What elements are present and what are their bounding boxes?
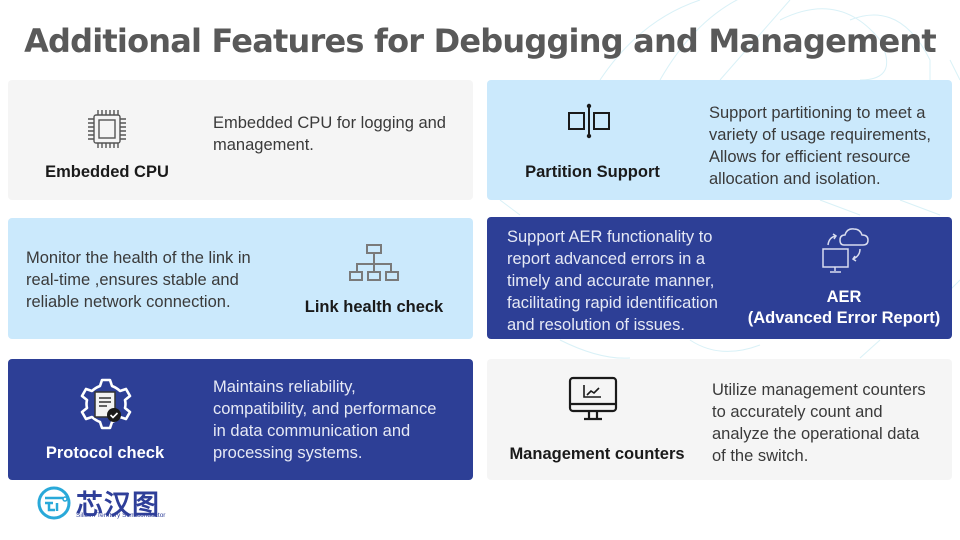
- feature-card-partition-support: Partition Support Support partitioning t…: [487, 80, 952, 200]
- card-description: Embedded CPU for logging and management.: [213, 112, 468, 156]
- gear-document-check-icon: [80, 378, 132, 430]
- partition-split-icon: [568, 103, 610, 139]
- card-label-sub: (Advanced Error Report): [747, 309, 941, 327]
- desc-line: variety of usage requirements,: [709, 126, 931, 144]
- cpu-chip-icon: [88, 110, 126, 148]
- feature-card-management-counters: Management counters Utilize management c…: [487, 359, 952, 480]
- network-hierarchy-icon: [349, 244, 399, 281]
- desc-line: management.: [213, 136, 314, 154]
- page-title: Additional Features for Debugging and Ma…: [24, 22, 937, 60]
- logo-name-en: Silicon Territory Semiconductor: [76, 512, 166, 519]
- desc-line: reliable network connection.: [26, 293, 231, 311]
- desc-line: processing systems.: [213, 444, 363, 462]
- desc-line: facilitating rapid identification: [507, 294, 718, 312]
- card-label: Management counters: [509, 445, 685, 463]
- desc-line: analyze the operational data: [712, 425, 920, 443]
- desc-line: timely and accurate manner,: [507, 272, 715, 290]
- desc-line: Support partitioning to meet a: [709, 104, 926, 122]
- monitor-chart-icon: [568, 376, 618, 421]
- card-label: Embedded CPU: [45, 163, 169, 181]
- feature-card-protocol-check: Protocol check Maintains reliability, co…: [8, 359, 473, 480]
- card-label: Protocol check: [45, 444, 165, 462]
- desc-line: and resolution of issues.: [507, 316, 685, 334]
- desc-line: Monitor the health of the link in: [26, 249, 251, 267]
- card-label: AER (Advanced Error Report): [739, 287, 949, 329]
- desc-line: compatibility, and performance: [213, 400, 437, 418]
- desc-line: report advanced errors in a: [507, 250, 706, 268]
- feature-card-link-health-check: Monitor the health of the link in real-t…: [8, 218, 473, 339]
- logo-mark-icon: [37, 486, 71, 520]
- feature-card-aer: Support AER functionality to report adva…: [487, 217, 952, 339]
- desc-line: to accurately count and: [712, 403, 883, 421]
- card-label: Link health check: [304, 298, 444, 316]
- card-description: Maintains reliability, compatibility, an…: [213, 376, 468, 464]
- card-description: Support partitioning to meet a variety o…: [709, 102, 949, 190]
- desc-line: Allows for efficient resource: [709, 148, 911, 166]
- desc-line: of the switch.: [712, 447, 809, 465]
- desc-line: allocation and isolation.: [709, 170, 881, 188]
- desc-line: Support AER functionality to: [507, 228, 713, 246]
- card-label: Partition Support: [525, 163, 660, 181]
- desc-line: real-time ,ensures stable and: [26, 271, 239, 289]
- desc-line: in data communication and: [213, 422, 411, 440]
- logo-name-cn: 芯汉图: [76, 490, 160, 521]
- desc-line: Maintains reliability,: [213, 378, 356, 396]
- card-description: Support AER functionality to report adva…: [507, 226, 757, 336]
- card-description: Utilize management counters to accuratel…: [712, 379, 947, 467]
- feature-card-embedded-cpu: Embedded CPU Embedded CPU for logging an…: [8, 80, 473, 200]
- card-label-main: AER: [826, 288, 862, 306]
- desc-line: Embedded CPU for logging and: [213, 114, 446, 132]
- monitor-cloud-sync-icon: [822, 228, 869, 273]
- desc-line: Utilize management counters: [712, 381, 926, 399]
- card-description: Monitor the health of the link in real-t…: [26, 247, 306, 313]
